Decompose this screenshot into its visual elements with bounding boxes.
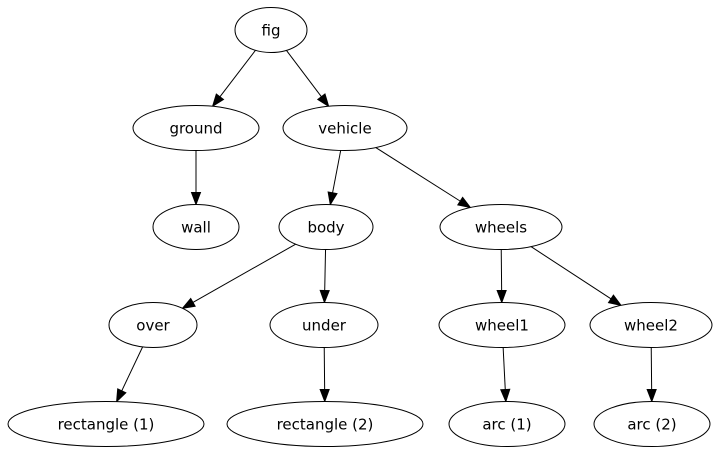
edge-line (503, 347, 505, 389)
edge-fig-vehicle (286, 50, 328, 106)
edge-line (376, 148, 460, 202)
node-fig: fig (235, 8, 307, 53)
edge-vehicle-wheels (376, 148, 471, 208)
node-rectangle1: rectangle (1) (8, 402, 204, 447)
edge-fig-ground (213, 50, 256, 106)
arrowhead-icon (501, 389, 510, 401)
edge-wheel2-arc2 (647, 347, 656, 401)
node-label: arc (1) (482, 416, 531, 434)
arrowhead-icon (647, 389, 656, 401)
edge-line (333, 150, 341, 192)
arrowhead-icon (213, 94, 224, 106)
node-ground: ground (133, 106, 259, 151)
node-label: wheel1 (475, 317, 529, 335)
edge-wheels-wheel2 (531, 247, 621, 306)
edge-wheels-wheel1 (497, 249, 506, 302)
node-label: rectangle (2) (277, 416, 374, 434)
edge-body-over (182, 244, 295, 308)
node-label: ground (169, 120, 222, 138)
node-over: over (109, 303, 197, 348)
arrowhead-icon (328, 192, 337, 205)
edge-line (325, 249, 326, 290)
edge-wheel1-arc1 (501, 347, 510, 401)
node-label: rectangle (1) (58, 416, 155, 434)
node-label: over (136, 317, 170, 335)
node-wheels: wheels (440, 205, 562, 250)
node-label: wheels (475, 219, 527, 237)
edge-ground-wall (192, 151, 201, 205)
node-arc1: arc (1) (449, 402, 565, 447)
node-label: under (302, 317, 347, 335)
edge-body-under (320, 249, 329, 302)
edge-over-rectangle1 (117, 347, 143, 402)
node-body: body (279, 205, 373, 250)
node-arc2: arc (2) (594, 402, 710, 447)
arrowhead-icon (320, 389, 329, 401)
edge-line (193, 244, 296, 302)
arrowhead-icon (320, 290, 329, 302)
arrowhead-icon (497, 290, 506, 302)
edge-under-rectangle2 (320, 347, 329, 401)
node-label: arc (2) (627, 416, 676, 434)
node-label: body (307, 219, 344, 237)
edge-line (220, 50, 256, 96)
edge-line (286, 50, 321, 96)
node-under: under (270, 303, 378, 348)
arrowhead-icon (117, 389, 126, 402)
node-rectangle2: rectangle (2) (227, 402, 423, 447)
arrowhead-icon (182, 298, 195, 308)
edge-line (122, 347, 143, 391)
arrowhead-icon (609, 295, 622, 305)
arrowhead-icon (458, 197, 471, 207)
node-wheel1: wheel1 (439, 303, 565, 348)
edge-line (531, 247, 611, 299)
node-label: wall (181, 219, 211, 237)
edge-vehicle-body (328, 150, 341, 204)
node-vehicle: vehicle (283, 106, 407, 151)
arrowhead-icon (318, 94, 329, 106)
node-label: fig (262, 22, 281, 40)
arrowhead-icon (192, 193, 201, 205)
node-label: wheel2 (624, 317, 678, 335)
node-label: vehicle (318, 120, 371, 138)
node-wall: wall (153, 205, 239, 250)
node-wheel2: wheel2 (590, 303, 712, 348)
